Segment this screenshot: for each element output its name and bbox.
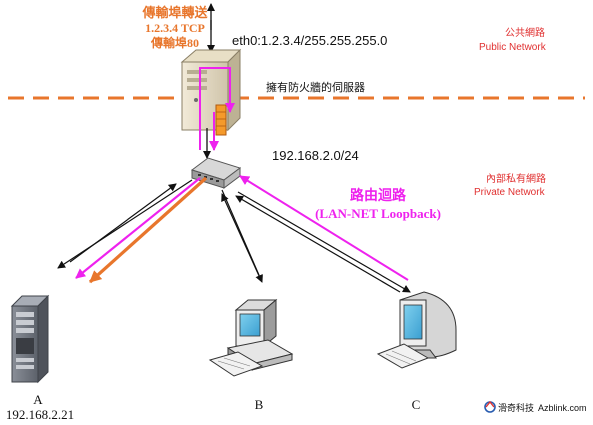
loopback-path-from-c <box>239 175 409 281</box>
logo-text-zh: 滑奇科技 <box>498 402 534 413</box>
public-network-en: Public Network <box>479 42 547 53</box>
link-b-switch <box>221 193 261 279</box>
link-switch-c <box>237 191 411 293</box>
forward-label-line1: 傳輸埠轉送 <box>141 5 208 20</box>
node-b-label: B <box>255 397 264 412</box>
loopback-label-en: (LAN-NET Loopback) <box>315 206 441 221</box>
forward-label-line2: 1.2.3.4 TCP <box>145 21 205 35</box>
link-switch-a-1 <box>57 179 193 269</box>
desktop-computer-icon <box>208 298 294 377</box>
node-c-label: C <box>412 397 421 412</box>
private-network-zh: 內部私有網路 <box>486 172 546 185</box>
crt-monitor-icon <box>376 291 457 369</box>
link-switch-a-2 <box>69 183 177 263</box>
node-a-ip: 192.168.2.21 <box>6 407 74 422</box>
link-c-switch <box>235 195 401 293</box>
forwarded-path-to-a <box>88 176 208 284</box>
eth0-address: eth0:1.2.3.4/255.255.255.0 <box>232 33 387 48</box>
rack-server-icon <box>10 294 50 384</box>
public-network-zh: 公共網路 <box>505 26 545 39</box>
server-tower-icon <box>180 48 242 136</box>
subnet-label: 192.168.2.0/24 <box>272 148 359 163</box>
firewall-server-label: 擁有防火牆的伺服器 <box>266 80 365 94</box>
logo-text-en: Azblink.com <box>538 403 587 413</box>
loopback-path-to-a <box>75 177 201 279</box>
private-network-en: Private Network <box>474 187 546 198</box>
azblink-logo-icon <box>484 400 496 413</box>
forward-label-line3: 傳輸埠80 <box>150 35 199 50</box>
loopback-path-in-server <box>199 67 235 150</box>
loopback-label-zh: 路由迴路 <box>350 187 407 204</box>
node-a-label: A <box>33 392 43 407</box>
network-switch-icon <box>190 157 242 189</box>
